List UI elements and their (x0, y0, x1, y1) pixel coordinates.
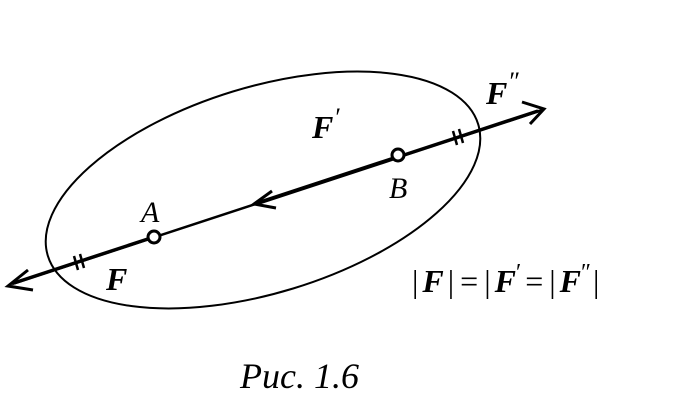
label-A: A (139, 196, 160, 229)
tick-marks-left (72, 253, 86, 271)
label-F-double-prime-base: F (485, 75, 507, 111)
magnitude-equation: |F|=|F′=|F″| (412, 260, 599, 299)
label-F-prime: F′ (311, 103, 341, 145)
label-B: B (389, 172, 407, 205)
force-F-segment (13, 235, 155, 285)
label-F-double-prime-mark: ″ (509, 67, 520, 96)
arrowhead-F-prime (250, 189, 277, 210)
label-F: F (105, 261, 127, 297)
arrowhead-F (4, 268, 34, 292)
tick-marks-right (451, 128, 465, 146)
arrowhead-F-double-prime (521, 100, 547, 126)
label-F-prime-mark: ′ (335, 103, 341, 132)
body-ellipse (44, 70, 482, 310)
point-A (146, 229, 162, 245)
force-F-double-prime-segment (397, 109, 539, 159)
figure-caption: Рис. 1.6 (239, 356, 359, 396)
label-F-double-prime: F″ (485, 67, 520, 111)
force-F-prime-segment (257, 155, 399, 205)
point-B (390, 147, 406, 163)
label-F-prime-base: F (311, 109, 333, 145)
